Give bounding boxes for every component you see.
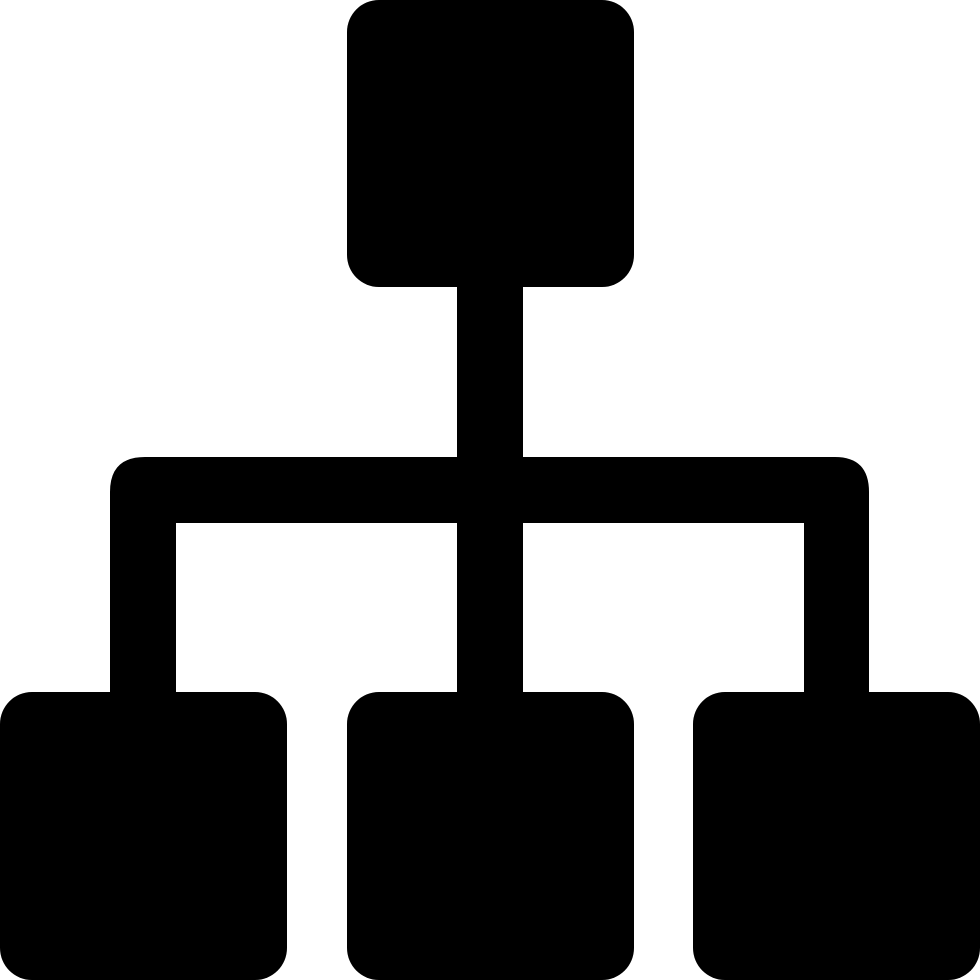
parent-node <box>347 0 634 287</box>
branch-connector <box>110 457 869 700</box>
child-node-right <box>693 692 980 980</box>
child-node-center <box>347 692 634 980</box>
child-node-left <box>0 692 287 980</box>
